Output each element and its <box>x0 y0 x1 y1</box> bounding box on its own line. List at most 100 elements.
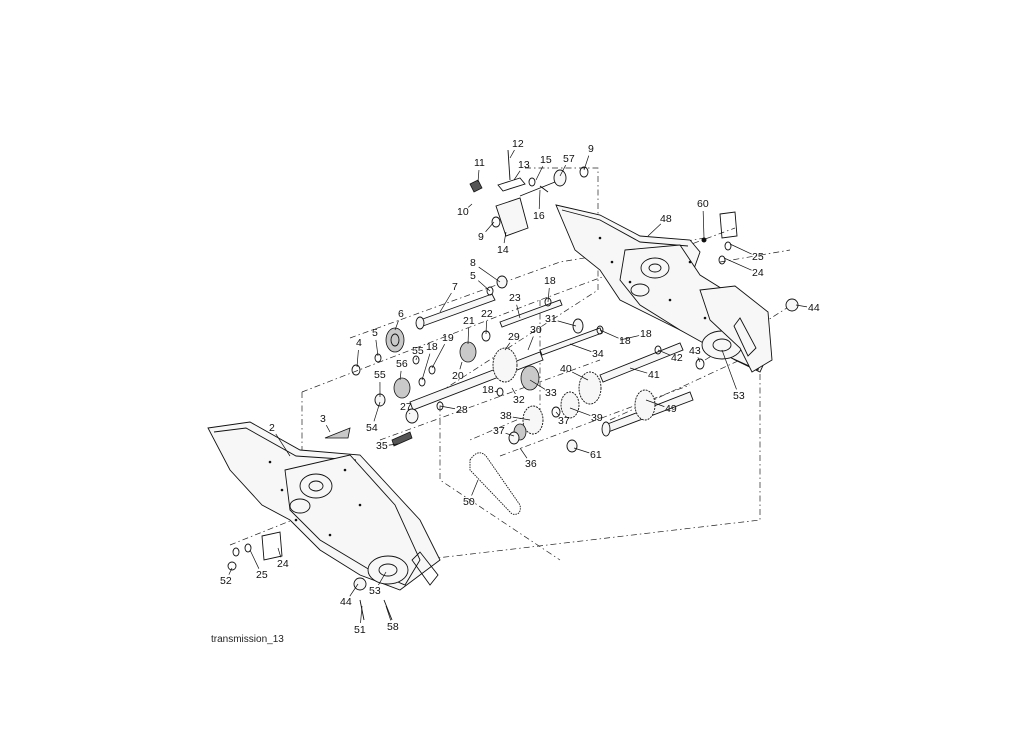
callout-52: 52 <box>220 575 232 587</box>
leader-callout-27 <box>409 412 411 415</box>
callout-4: 4 <box>356 337 362 349</box>
leader-callout-3 <box>326 424 331 433</box>
callout-43: 43 <box>689 345 701 357</box>
callout-18-upper-right: 18 <box>640 328 652 340</box>
leader-callout-58 <box>385 605 392 621</box>
callout-3: 3 <box>320 413 326 425</box>
callout-18-right: 18 <box>619 335 631 347</box>
callout-23: 23 <box>509 292 521 304</box>
callout-5-upper: 5 <box>470 270 476 282</box>
callout-25-upper: 25 <box>752 251 764 263</box>
hardware <box>227 275 799 591</box>
callout-24-lower: 24 <box>277 558 289 570</box>
callout-9: 9 <box>588 143 594 155</box>
leader-callout-53-upper <box>721 349 737 390</box>
leader-callout-18-low <box>494 391 499 393</box>
leader-callout-33 <box>529 379 546 390</box>
gears <box>385 327 656 441</box>
leader-callout-13 <box>513 170 521 181</box>
callout-22: 22 <box>481 308 493 320</box>
callout-55-lower: 55 <box>374 369 386 381</box>
callout-44-upper: 44 <box>808 302 820 314</box>
callout-40: 40 <box>560 363 572 375</box>
callout-56: 56 <box>396 358 408 370</box>
callout-49: 49 <box>665 403 677 415</box>
leader-callout-32 <box>511 387 516 395</box>
left-housing-half <box>207 421 441 591</box>
leader-callout-56 <box>399 370 402 381</box>
callout-24-upper: 24 <box>752 267 764 279</box>
callout-60: 60 <box>697 198 709 210</box>
leader-callout-54 <box>373 401 381 422</box>
leader-callout-11 <box>477 169 480 183</box>
callout-10: 10 <box>457 206 469 218</box>
leader-callout-18-top <box>547 287 550 303</box>
leader-callout-18-mid <box>421 353 431 381</box>
leader-callout-57 <box>559 165 566 177</box>
callout-21: 21 <box>463 315 475 327</box>
leader-callout-8 <box>478 266 501 283</box>
leader-callout-15 <box>535 166 544 181</box>
callout-20: 20 <box>452 370 464 382</box>
leader-callout-24-upper <box>723 257 752 271</box>
callout-44-lower: 44 <box>340 596 352 608</box>
leader-callout-25-upper <box>729 243 752 255</box>
leader-callout-16 <box>538 189 541 210</box>
callout-30: 30 <box>530 324 542 336</box>
callout-28: 28 <box>456 404 468 416</box>
leader-callout-18-right <box>599 329 619 339</box>
callout-41: 41 <box>648 369 660 381</box>
leader-callout-7 <box>439 292 452 313</box>
leader-callout-34 <box>569 343 592 352</box>
leader-callout-5-lower <box>375 339 379 357</box>
leader-callout-43 <box>697 357 701 363</box>
callout-42: 42 <box>671 352 683 364</box>
leader-callout-60 <box>702 210 705 239</box>
callout-9-lower: 9 <box>478 231 484 243</box>
callout-18-mid: 18 <box>426 341 438 353</box>
callout-58: 58 <box>387 621 399 633</box>
callout-55-upper: 55 <box>412 345 424 357</box>
leader-callout-51 <box>360 605 363 624</box>
leader-callout-42 <box>657 349 671 356</box>
leader-callout-37-left <box>505 432 515 437</box>
callout-18-low: 18 <box>482 384 494 396</box>
leader-callout-50 <box>471 479 479 496</box>
callout-6: 6 <box>398 308 404 320</box>
callout-54: 54 <box>366 422 378 434</box>
leader-lines <box>228 149 808 624</box>
brackets-and-bolts <box>232 211 738 621</box>
leader-callout-23 <box>516 304 521 319</box>
callout-15: 15 <box>540 154 552 166</box>
leader-callout-9-lower <box>485 221 495 232</box>
leader-callout-39 <box>569 407 591 416</box>
callout-53-upper: 53 <box>733 390 745 402</box>
callout-5-lower: 5 <box>372 327 378 339</box>
leader-callout-22 <box>485 320 487 335</box>
leader-callout-5-upper <box>478 280 491 292</box>
callout-33: 33 <box>545 387 557 399</box>
callout-51: 51 <box>354 624 366 636</box>
leader-callout-30 <box>527 336 534 351</box>
leader-callout-20 <box>459 361 463 370</box>
leader-callout-6 <box>394 320 399 331</box>
drive-chain <box>469 452 521 515</box>
leader-callout-9 <box>583 155 590 171</box>
diagram-caption: transmission_13 <box>211 634 284 645</box>
leader-callout-44-lower <box>349 583 359 597</box>
callout-27: 27 <box>400 401 412 413</box>
callout-38: 38 <box>500 410 512 422</box>
leader-callout-37-right <box>555 411 560 416</box>
callout-48: 48 <box>660 213 672 225</box>
shifter-assembly <box>469 149 589 237</box>
callout-8: 8 <box>470 257 476 269</box>
leader-callout-24-lower <box>277 547 282 558</box>
leader-callout-61 <box>573 447 590 454</box>
leader-callout-14 <box>503 231 507 244</box>
callout-39: 39 <box>591 412 603 424</box>
callout-13: 13 <box>518 159 530 171</box>
leader-callout-41 <box>629 367 648 374</box>
leader-callout-2 <box>275 433 291 457</box>
callout-50: 50 <box>463 496 475 508</box>
